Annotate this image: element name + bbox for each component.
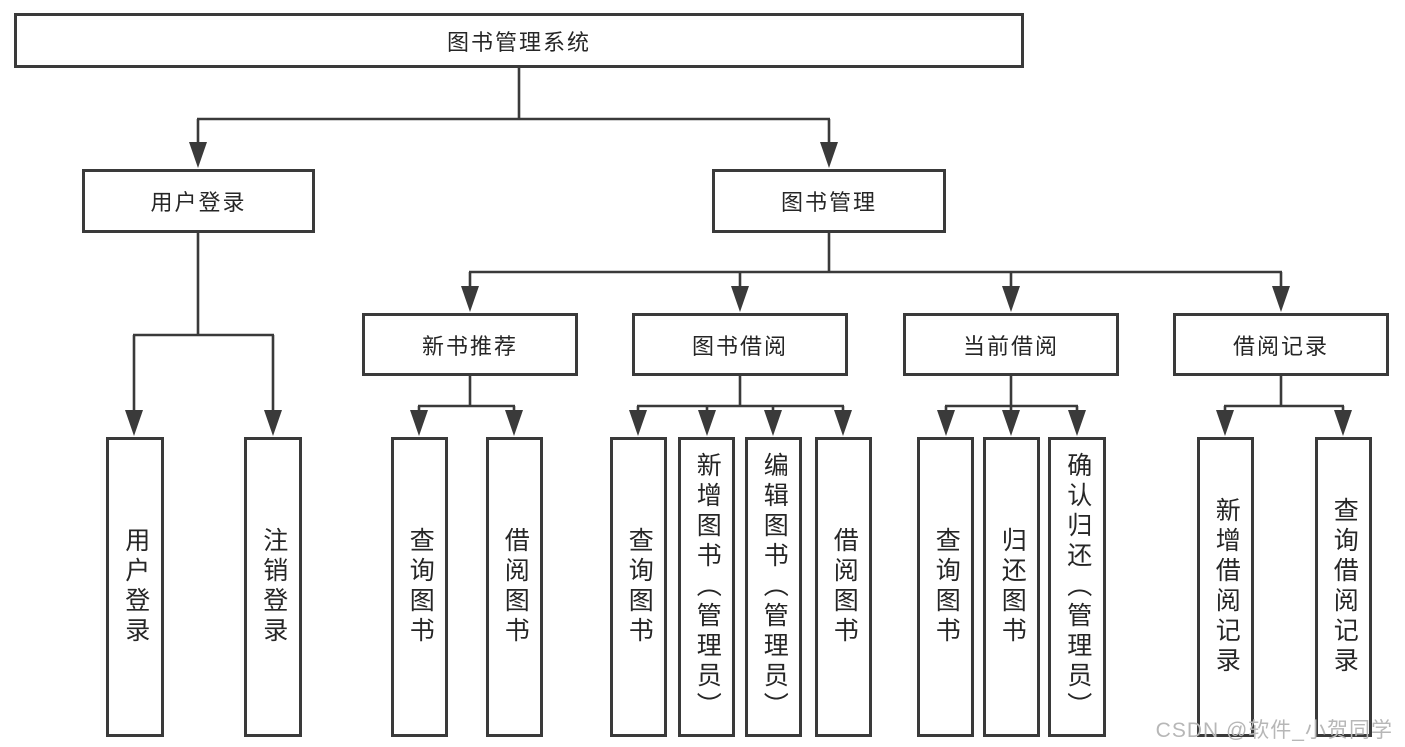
arrowhead [834,410,852,436]
node-root-label: 图书管理系统 [446,29,591,55]
leaf-return-book-label: 归还图书 [998,527,1027,647]
node-user-login-label: 用户登录 [150,190,247,215]
arrowhead [731,286,749,312]
arrowhead [1002,286,1020,312]
connector-user-login-to-leaves [125,233,282,436]
leaf-query-book-1: 查询图书 [391,437,448,737]
connector-new-book-recommend-to-leaves [410,376,523,436]
node-borrow-record: 借阅记录 [1173,313,1389,376]
connector-book-borrow-to-leaves [629,376,852,436]
leaf-user-login: 用户登录 [106,437,164,737]
arrowhead [189,142,207,168]
arrowhead [505,410,523,436]
leaf-borrow-book-2: 借阅图书 [815,437,872,737]
arrowhead [1002,410,1020,436]
leaf-edit-book-admin-label: 编辑图书（管理员） [760,452,789,722]
leaf-edit-book-admin: 编辑图书（管理员） [745,437,802,737]
arrowhead [937,410,955,436]
leaf-query-book-2-label: 查询图书 [625,527,654,647]
arrowhead [629,410,647,436]
leaf-borrow-book-2-label: 借阅图书 [830,527,859,647]
leaf-return-book: 归还图书 [983,437,1040,737]
node-new-book-recommend-label: 新书推荐 [421,333,518,359]
node-book-borrow-label: 图书借阅 [691,333,788,359]
arrowhead [1068,410,1086,436]
arrowhead [820,142,838,168]
arrowhead [1272,286,1290,312]
arrowhead [125,410,143,436]
leaf-logout: 注销登录 [244,437,302,737]
node-book-management: 图书管理 [712,169,946,233]
connector-book-management-to-level3 [461,233,1290,312]
connector-current-borrow-to-leaves [937,376,1086,436]
arrowhead [1334,410,1352,436]
connector-borrow-record-to-leaves [1216,376,1352,436]
node-borrow-record-label: 借阅记录 [1232,333,1329,359]
leaf-query-book-2: 查询图书 [610,437,667,737]
leaf-query-borrow-record: 查询借阅记录 [1315,437,1372,737]
leaf-query-book-1-label: 查询图书 [406,527,435,647]
leaf-confirm-return-admin-label: 确认归还（管理员） [1063,452,1092,722]
arrowhead [264,410,282,436]
leaf-borrow-book-1-label: 借阅图书 [501,527,530,647]
leaf-user-login-label: 用户登录 [121,527,150,647]
leaf-query-book-3: 查询图书 [917,437,974,737]
leaf-add-borrow-record-label: 新增借阅记录 [1212,497,1241,677]
arrowhead [1216,410,1234,436]
node-root: 图书管理系统 [14,13,1024,68]
arrowhead [698,410,716,436]
arrowhead [764,410,782,436]
connector-root-to-level2 [189,68,838,168]
leaf-logout-label: 注销登录 [259,527,288,647]
node-current-borrow: 当前借阅 [903,313,1119,376]
node-new-book-recommend: 新书推荐 [362,313,578,376]
arrowhead [461,286,479,312]
node-current-borrow-label: 当前借阅 [962,333,1059,359]
csdn-watermark: CSDN @软件_小贺同学 [1155,719,1393,742]
leaf-confirm-return-admin: 确认归还（管理员） [1048,437,1106,737]
leaf-query-book-3-label: 查询图书 [932,527,961,647]
leaf-query-borrow-record-label: 查询借阅记录 [1330,497,1359,677]
leaf-borrow-book-1: 借阅图书 [486,437,543,737]
leaf-add-book-admin-label: 新增图书（管理员） [693,452,722,722]
node-book-borrow: 图书借阅 [632,313,848,376]
node-book-management-label: 图书管理 [780,190,877,215]
leaf-add-borrow-record: 新增借阅记录 [1197,437,1254,737]
arrowhead [410,410,428,436]
leaf-add-book-admin: 新增图书（管理员） [678,437,735,737]
node-user-login: 用户登录 [82,169,315,233]
